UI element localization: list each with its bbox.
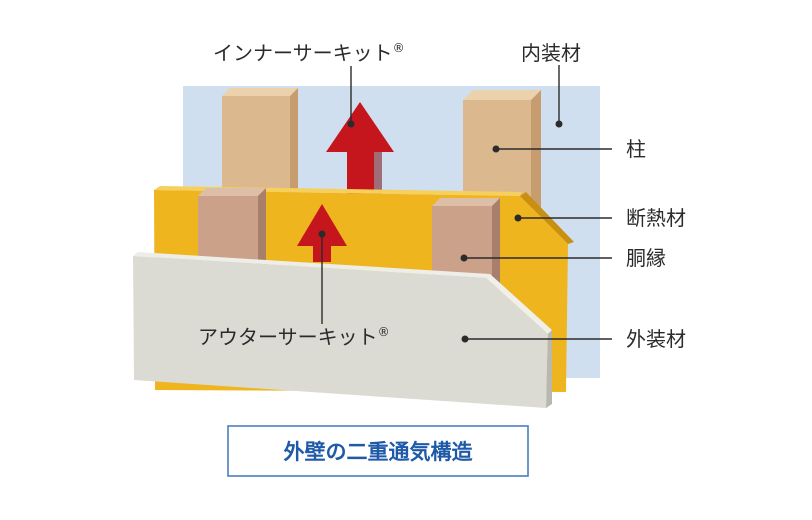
label-inner-circuit: インナーサーキット®: [213, 41, 405, 65]
inner-circuit-arrow: [326, 102, 400, 196]
label-pillar: 柱: [626, 137, 646, 161]
leader-dot-furring-strip: [460, 254, 468, 262]
label-insulation: 断熱材: [626, 206, 686, 230]
leader-dot-pillar: [492, 145, 500, 153]
label-furring-strip: 胴縁: [626, 246, 666, 270]
label-outer-circuit: アウターサーキット®: [198, 325, 390, 349]
label-interior-material: 内装材: [521, 41, 581, 65]
leader-dot-outer-circuit: [318, 230, 326, 238]
exterior-panel: [133, 252, 552, 408]
label-exterior-material: 外装材: [626, 327, 686, 351]
leader-dot-interior-material: [555, 120, 563, 128]
caption-box: 外壁の二重通気構造: [227, 425, 529, 477]
leader-dot-insulation: [514, 214, 522, 222]
leader-lines: [318, 65, 612, 343]
caption-text: 外壁の二重通気構造: [284, 440, 474, 464]
leader-dot-exterior-material: [461, 335, 469, 343]
leader-dot-inner-circuit: [347, 120, 355, 128]
